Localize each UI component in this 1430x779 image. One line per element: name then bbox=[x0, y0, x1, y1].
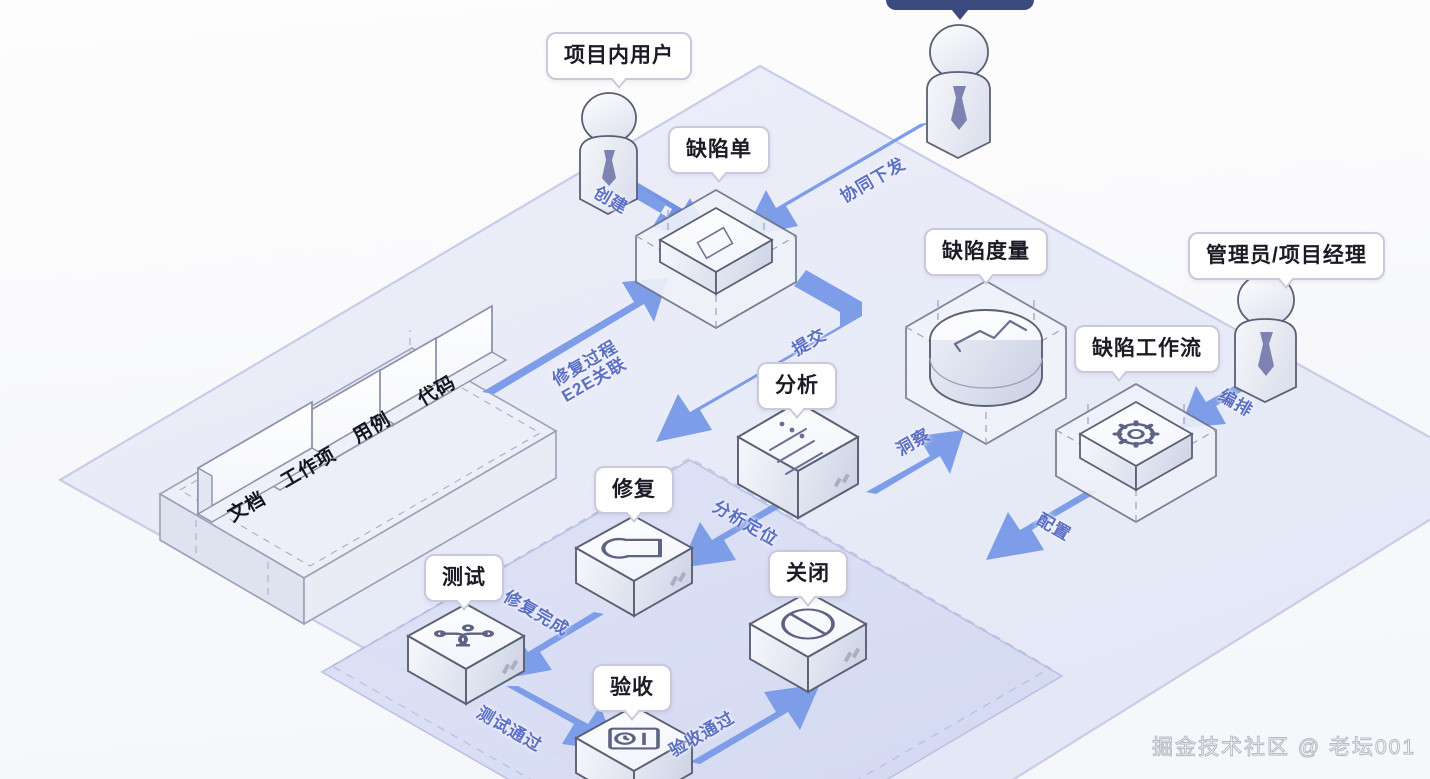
actor-external-user[interactable] bbox=[926, 24, 991, 160]
label-close: 关闭 bbox=[768, 550, 848, 607]
actor-project-user[interactable] bbox=[579, 92, 638, 216]
label-analysis: 分析 bbox=[757, 362, 837, 419]
workflow-plane bbox=[320, 457, 1064, 779]
edge-insight-arrow bbox=[866, 430, 964, 494]
label-test: 测试 bbox=[424, 554, 504, 611]
node-defect-workflow[interactable] bbox=[1055, 382, 1217, 524]
edge-e2e-arrow bbox=[482, 278, 668, 394]
edge-locate-arrow bbox=[680, 500, 790, 568]
external-user-tooltip bbox=[886, 0, 1034, 20]
edge-acceptpass-arrow bbox=[690, 684, 820, 764]
label-defect-metrics: 缺陷度量 bbox=[924, 228, 1048, 285]
edge-submit-arrow bbox=[656, 270, 862, 442]
label-project-user: 项目内用户 bbox=[546, 32, 692, 89]
label-repair: 修复 bbox=[594, 466, 674, 523]
node-analysis[interactable] bbox=[736, 400, 860, 520]
actor-admin-pm[interactable] bbox=[1234, 273, 1297, 404]
node-repair[interactable] bbox=[574, 514, 694, 618]
node-defect-ticket[interactable] bbox=[635, 188, 797, 330]
label-defect-workflow: 缺陷工作流 bbox=[1074, 325, 1220, 382]
stack-card-document[interactable] bbox=[196, 400, 328, 524]
label-defect-ticket: 缺陷单 bbox=[668, 126, 770, 183]
node-test[interactable] bbox=[406, 602, 526, 706]
node-close[interactable] bbox=[748, 590, 868, 694]
node-defect-metrics[interactable] bbox=[905, 279, 1067, 446]
label-acceptance: 验收 bbox=[592, 664, 672, 721]
label-admin-pm: 管理员/项目经理 bbox=[1188, 232, 1385, 289]
asset-stack-container bbox=[158, 304, 558, 626]
edge-configure-arrow bbox=[986, 490, 1098, 560]
node-acceptance[interactable] bbox=[574, 704, 694, 779]
